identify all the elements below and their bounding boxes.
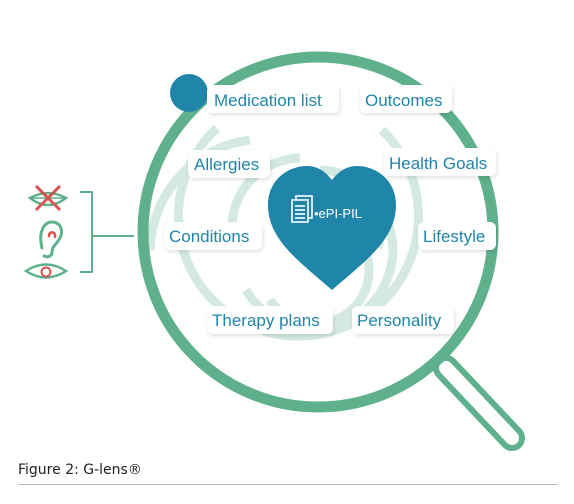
lens-handle (433, 355, 525, 451)
ear-icon (39, 220, 64, 259)
svg-text:Allergies: Allergies (194, 155, 259, 174)
svg-text:Personality: Personality (357, 311, 442, 330)
caption-divider (18, 484, 558, 485)
mouth-crossed-icon (27, 184, 69, 212)
document-icon (291, 195, 313, 223)
sense-bracket (80, 191, 134, 273)
figure-caption: Figure 2: G-lens® (18, 462, 142, 478)
svg-text:Outcomes: Outcomes (365, 91, 442, 110)
label-therapy-plans: Therapy plans (207, 306, 333, 334)
label-conditions: Conditions (164, 222, 262, 250)
label-lifestyle: Lifestyle (418, 222, 496, 250)
label-personality: Personality (352, 306, 454, 334)
heart-shape (268, 166, 396, 290)
svg-text:Therapy plans: Therapy plans (212, 311, 320, 330)
eye-icon (23, 263, 69, 279)
blue-dot (170, 74, 208, 112)
label-medication-list: Medication list (207, 85, 339, 113)
svg-text:Conditions: Conditions (169, 227, 249, 246)
label-allergies: Allergies (188, 150, 270, 178)
label-outcomes: Outcomes (360, 85, 452, 113)
label-health-goals: Health Goals (384, 148, 496, 176)
svg-text:Medication list: Medication list (214, 91, 322, 110)
heart-label: •ePI-PIL (314, 206, 362, 221)
svg-text:Health Goals: Health Goals (389, 154, 487, 173)
svg-text:Lifestyle: Lifestyle (423, 227, 485, 246)
